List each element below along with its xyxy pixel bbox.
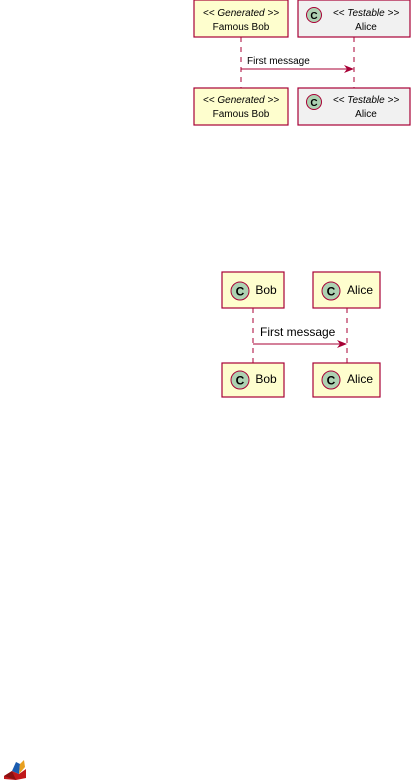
diagram-2: C Bob C Alice First message C B <box>221 271 381 398</box>
svg-text:C: C <box>236 285 245 299</box>
diagram-1: << Generated >> Famous Bob C << Testable… <box>193 0 411 126</box>
participant-label-bob: Bob <box>255 283 277 297</box>
participant-famous-bob-top: << Generated >> Famous Bob <box>193 0 289 38</box>
arrow-head-icon <box>344 65 354 73</box>
participant-bob-bottom: C Bob <box>221 362 285 398</box>
class-c-icon: C <box>230 370 250 390</box>
participant-label-alice: Alice <box>347 372 373 386</box>
message-label: First message <box>260 325 336 339</box>
participant-alice-bottom: C << Testable >> Alice <box>297 87 411 126</box>
svg-text:C: C <box>310 11 317 22</box>
message-label: First message <box>247 56 310 67</box>
participant-label-alice: Alice <box>355 109 377 120</box>
participant-label-bob: Bob <box>255 372 277 386</box>
message-first: First message <box>253 325 347 348</box>
plantuml-logo-icon <box>4 760 26 780</box>
stereotype-testable: << Testable >> <box>333 95 400 106</box>
arrow-head-icon <box>337 340 347 348</box>
participant-label-famous-bob: Famous Bob <box>213 22 270 33</box>
svg-text:C: C <box>327 285 336 299</box>
participant-label-alice: Alice <box>347 283 373 297</box>
svg-text:C: C <box>327 374 336 388</box>
message-first: First message <box>241 56 354 73</box>
class-c-icon: C <box>321 281 341 301</box>
stereotype-generated: << Generated >> <box>203 8 279 19</box>
participant-label-alice: Alice <box>355 22 377 33</box>
participant-bob-top: C Bob <box>221 271 285 309</box>
stereotype-generated: << Generated >> <box>203 95 279 106</box>
svg-text:C: C <box>310 98 317 109</box>
participant-alice-top: C << Testable >> Alice <box>297 0 411 38</box>
class-c-icon: C <box>321 370 341 390</box>
participant-alice-bottom: C Alice <box>312 362 381 398</box>
participant-alice-top: C Alice <box>312 271 381 309</box>
svg-text:C: C <box>236 374 245 388</box>
participant-famous-bob-bottom: << Generated >> Famous Bob <box>193 87 289 126</box>
class-c-icon: C <box>306 7 322 23</box>
participant-label-famous-bob: Famous Bob <box>213 109 270 120</box>
stereotype-testable: << Testable >> <box>333 8 400 19</box>
class-c-icon: C <box>306 94 322 110</box>
class-c-icon: C <box>230 281 250 301</box>
